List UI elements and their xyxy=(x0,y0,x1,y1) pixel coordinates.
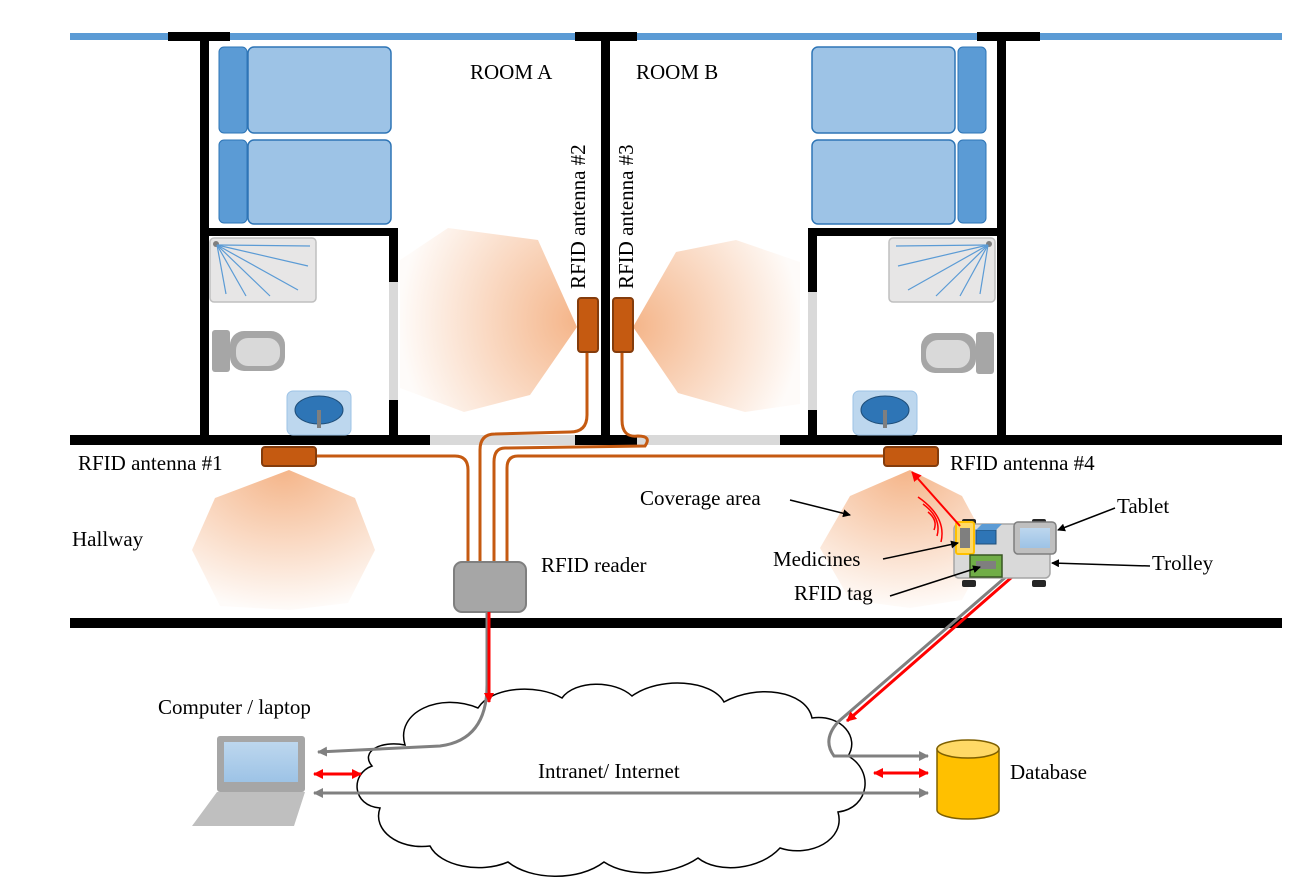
sink xyxy=(286,390,352,436)
window xyxy=(1040,33,1282,40)
rfid-antenna-3 xyxy=(612,297,634,353)
coverage-area-antenna-3 xyxy=(633,240,800,412)
shower xyxy=(888,237,996,303)
room-door xyxy=(637,435,780,445)
bed xyxy=(811,139,987,225)
antenna-cables xyxy=(316,352,884,563)
hallway-label: Hallway xyxy=(72,527,144,551)
signal-tag-to-antenna-4 xyxy=(911,471,961,527)
rfid-antenna-2 xyxy=(577,297,599,353)
bathroom-door xyxy=(808,292,817,410)
network-label: Intranet/ Internet xyxy=(538,759,680,783)
bathroom-door xyxy=(389,282,398,400)
computer-label: Computer / laptop xyxy=(158,695,311,719)
antenna-4-label: RFID antenna #4 xyxy=(950,451,1095,475)
antenna-2-label: RFID antenna #2 xyxy=(566,144,590,289)
rfid-tag-label: RFID tag xyxy=(794,581,873,605)
rfid-tag xyxy=(969,554,1003,578)
window xyxy=(70,33,170,40)
link-tablet-database xyxy=(827,554,1031,761)
bed xyxy=(218,46,392,134)
top-wall xyxy=(70,32,1282,41)
window xyxy=(637,33,977,40)
rfid-reader-label: RFID reader xyxy=(541,553,647,577)
walls xyxy=(70,36,1282,628)
callout-coverage-area xyxy=(789,499,851,518)
rfid-reader xyxy=(453,561,527,613)
antenna-1-label: RFID antenna #1 xyxy=(78,451,223,475)
room-a-label: ROOM A xyxy=(470,60,553,84)
room-b-label: ROOM B xyxy=(636,60,718,84)
network-cloud xyxy=(356,682,866,877)
sink xyxy=(852,390,918,436)
callout-medicines xyxy=(882,540,959,560)
callout-tablet xyxy=(1057,507,1116,532)
tablet-label: Tablet xyxy=(1117,494,1169,518)
callout-trolley xyxy=(1051,559,1151,568)
bed xyxy=(218,139,392,225)
coverage-area-label: Coverage area xyxy=(640,486,761,510)
medicines xyxy=(955,521,1002,555)
toilet xyxy=(212,330,285,372)
computer-laptop xyxy=(192,736,305,826)
rf-signal-waves xyxy=(917,496,943,543)
coverage-area-antenna-1 xyxy=(192,470,375,610)
bed xyxy=(811,46,987,134)
toilet xyxy=(921,332,994,374)
callout-rfid-tag xyxy=(889,565,981,597)
tablet xyxy=(1013,521,1057,555)
room-door xyxy=(430,435,575,445)
rfid-antenna-1 xyxy=(261,446,317,467)
database-label: Database xyxy=(1010,760,1087,784)
antenna-3-label: RFID antenna #3 xyxy=(614,144,638,289)
trolley-label: Trolley xyxy=(1152,551,1214,575)
coverage-area-antenna-2 xyxy=(400,228,577,412)
shower xyxy=(209,237,317,303)
window xyxy=(230,33,575,40)
database-cylinder xyxy=(936,739,1000,820)
rfid-antenna-4 xyxy=(883,446,939,467)
link-reader-to-computer xyxy=(317,612,489,757)
signal-tablet-network xyxy=(846,554,1037,723)
medicines-label: Medicines xyxy=(773,547,860,571)
